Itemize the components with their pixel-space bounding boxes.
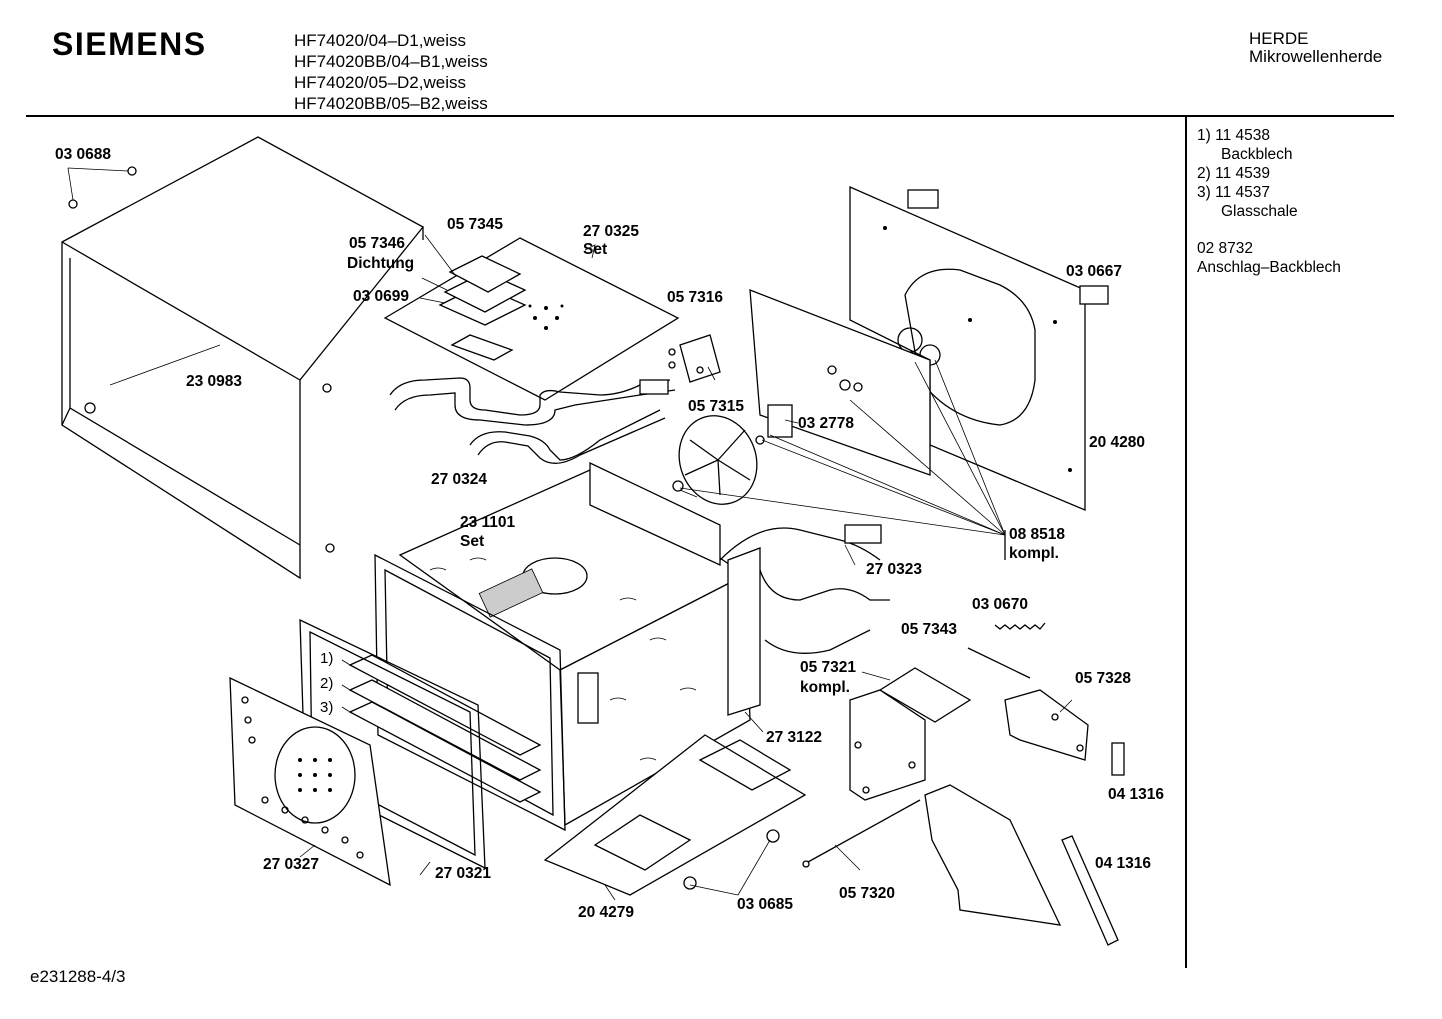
front-panel: [229, 676, 391, 887]
legend-extra-desc: Anschlag–Backblech: [1197, 259, 1341, 276]
legend-code: 11 4537: [1215, 184, 1270, 201]
label-057345: 05 7345: [447, 216, 503, 233]
bowden-cable: [802, 799, 921, 868]
label-callout-1: 1): [320, 650, 333, 667]
legend-item: 1) 11 4538: [1197, 126, 1341, 145]
label-057343: 05 7343: [901, 621, 957, 638]
model-line: HF74020BB/04–B1,weiss: [294, 52, 488, 71]
screw-030688: [67, 166, 137, 209]
legend-desc: Glasschale: [1221, 203, 1298, 220]
outer-housing: [61, 136, 424, 580]
label-057328: 05 7328: [1075, 670, 1131, 687]
label-callout-3: 3): [320, 699, 333, 716]
model-list: HF74020/04–D1,weiss HF74020BB/04–B1,weis…: [294, 30, 488, 114]
legend-item: 3) 11 4537: [1197, 183, 1341, 202]
label-032778: 03 2778: [798, 415, 854, 432]
category-title: HERDE: [1249, 29, 1309, 48]
leader-088518: [679, 359, 1006, 560]
legend-num: 1): [1197, 127, 1211, 144]
base-plate: [543, 734, 807, 896]
label-204280: 20 4280: [1089, 434, 1145, 451]
label-030667: 03 0667: [1066, 263, 1122, 280]
brand-logo: SIEMENS: [52, 26, 207, 62]
label-230983: 23 0983: [186, 373, 242, 390]
label-270323: 27 0323: [866, 561, 922, 578]
label-204279: 20 4279: [578, 904, 634, 921]
label-057346: 05 7346: [349, 235, 405, 252]
label-270324: 27 0324: [431, 471, 487, 488]
label-kompl-2: kompl.: [800, 679, 850, 696]
legend-code: 11 4539: [1215, 165, 1270, 182]
trays: [341, 654, 542, 803]
switch-bracket: [849, 667, 972, 801]
label-057315: 05 7315: [688, 398, 744, 415]
label-030670: 03 0670: [972, 596, 1028, 613]
document-code: e231288-4/3: [30, 967, 126, 986]
legend-code: 11 4538: [1215, 127, 1270, 144]
legend-extra-code: 02 8732: [1197, 240, 1254, 257]
label-callout-2: 2): [320, 675, 333, 692]
label-270321: 27 0321: [435, 865, 491, 882]
legend-divider: [1185, 117, 1187, 968]
exploded-diagram: 03 0688 05 7345 05 7346 Dichtung 27 0325…: [55, 136, 1164, 946]
label-041316-upper: 04 1316: [1108, 786, 1164, 803]
category-subtitle: Mikrowellenherde: [1249, 47, 1383, 66]
part-041316-upper: [1111, 742, 1125, 776]
label-dichtung: Dichtung: [347, 255, 414, 272]
latch: [1004, 689, 1089, 761]
label-set-1: Set: [583, 241, 607, 258]
window-stack: [419, 234, 527, 326]
fan-wheel: [672, 415, 765, 505]
label-set-2: Set: [460, 533, 484, 550]
legend-panel: 1) 11 4538 Backblech 2) 11 4539 3) 11 45…: [1197, 126, 1341, 277]
part-041316-lower: [1061, 835, 1119, 946]
wiring-loom: [719, 524, 890, 654]
header-divider: [26, 115, 1394, 117]
label-231101: 23 1101: [460, 514, 516, 531]
label-273122: 27 3122: [766, 729, 822, 746]
legend-item: 2) 11 4539: [1197, 164, 1341, 183]
spring: [967, 622, 1046, 679]
label-030685: 03 0685: [737, 896, 793, 913]
category: HERDE Mikrowellenherde: [1249, 30, 1382, 66]
model-line: HF74020/04–D1,weiss: [294, 31, 466, 50]
label-270325: 27 0325: [583, 223, 639, 240]
legend-desc: Backblech: [1221, 146, 1293, 163]
side-bracket: [924, 784, 1062, 926]
leader-lines: [299, 244, 1073, 901]
model-line: HF74020BB/05–B2,weiss: [294, 94, 488, 113]
top-plate: [383, 237, 680, 401]
label-270327: 27 0327: [263, 856, 319, 873]
legend-num: 2): [1197, 165, 1211, 182]
model-line: HF74020/05–D2,weiss: [294, 73, 466, 92]
oven-cavity: [398, 461, 761, 827]
inner-rear-panel: [749, 289, 931, 476]
label-041316-lower: 04 1316: [1095, 855, 1151, 872]
label-030699: 03 0699: [353, 288, 409, 305]
label-057320: 05 7320: [839, 885, 895, 902]
heating-element: [389, 377, 676, 464]
label-057321: 05 7321: [800, 659, 856, 676]
label-088518: 08 8518: [1009, 526, 1065, 543]
label-030688: 03 0688: [55, 146, 111, 163]
legend-num: 3): [1197, 184, 1211, 201]
label-kompl-1: kompl.: [1009, 545, 1059, 562]
label-057316: 05 7316: [667, 289, 723, 306]
